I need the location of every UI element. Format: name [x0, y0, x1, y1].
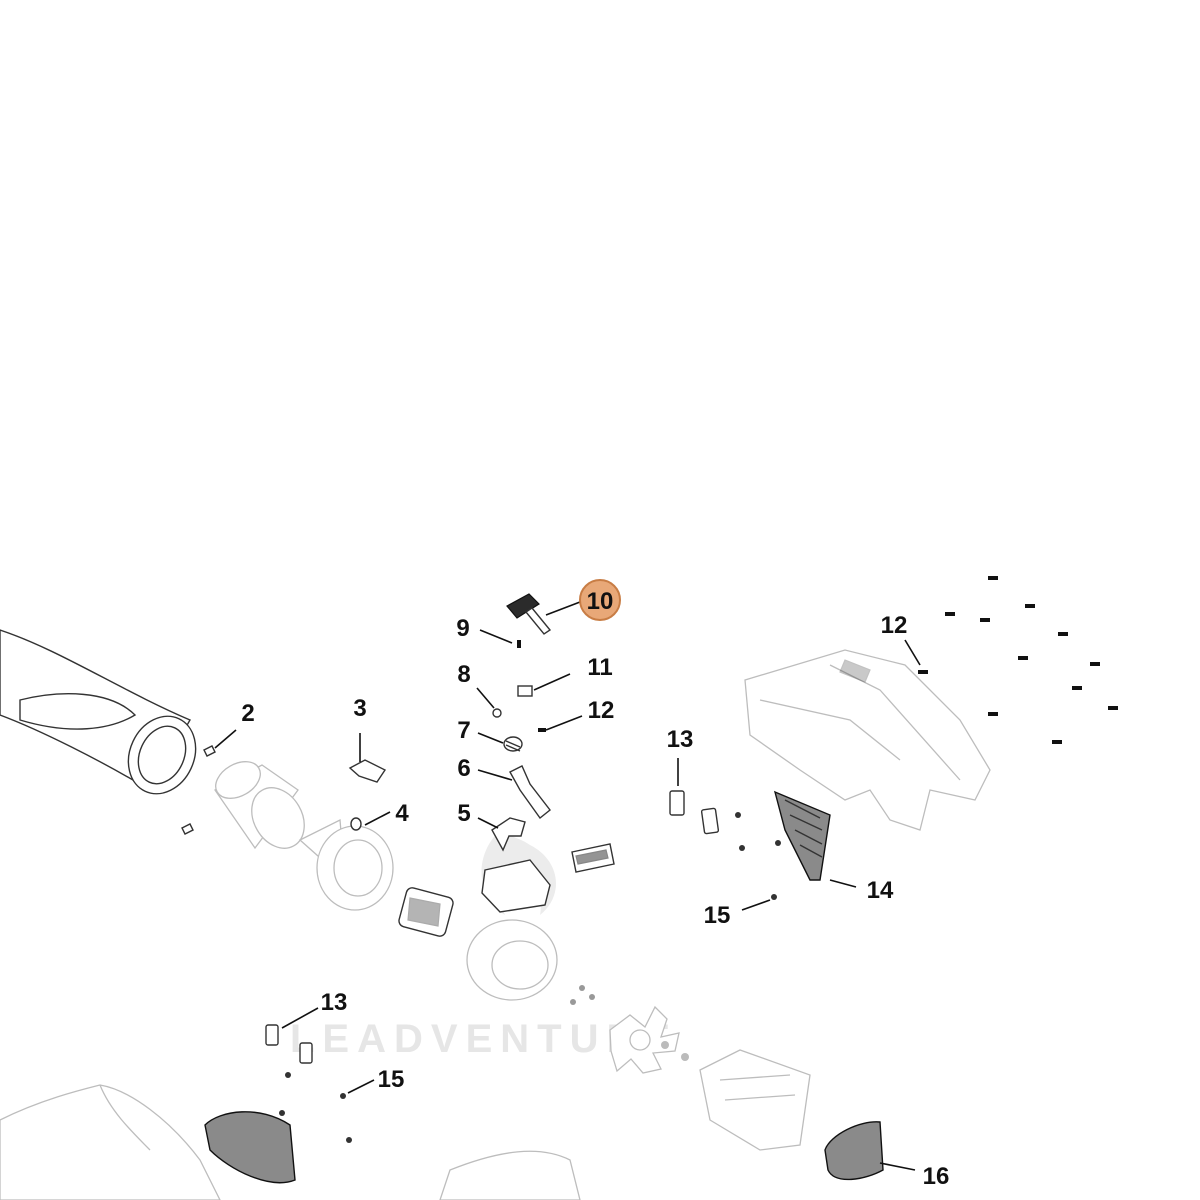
part-13-cap — [669, 790, 685, 816]
blower-tube — [0, 629, 197, 795]
screw-icon — [739, 845, 745, 851]
callout-7[interactable]: 7 — [457, 717, 470, 744]
screw-icon — [771, 894, 777, 900]
lower-housing-left — [0, 1084, 581, 1200]
main-housing — [744, 649, 991, 831]
part-14-grille — [773, 790, 831, 881]
part-9-pin — [517, 640, 521, 648]
callout-10-badge — [579, 579, 621, 621]
screw-icon — [980, 618, 990, 622]
callout-2[interactable]: 2 — [241, 700, 254, 727]
screw-icon — [538, 728, 546, 732]
motor — [398, 887, 454, 937]
screw-icon — [579, 985, 585, 991]
part-3-lock-lever — [348, 759, 387, 783]
callout-10-highlight[interactable]: 10 — [579, 579, 621, 621]
part-8-washer — [492, 708, 502, 718]
screw-icon — [1052, 740, 1062, 744]
callout-8[interactable]: 8 — [457, 661, 470, 688]
lower-housing-right — [699, 1049, 811, 1151]
screw-icon — [661, 1041, 669, 1049]
part-13-cap — [265, 1024, 279, 1046]
callout-9[interactable]: 9 — [456, 615, 469, 642]
callout-13[interactable]: 13 — [321, 989, 348, 1016]
part-6-trigger — [509, 765, 551, 820]
screw-icon — [1025, 604, 1035, 608]
callout-labels: 2 3 4 5 6 7 8 9 11 12 12 13 13 14 15 15 … — [241, 612, 949, 1190]
callout-11[interactable]: 11 — [587, 654, 612, 681]
callout-15[interactable]: 15 — [378, 1066, 405, 1093]
screw-icon — [918, 670, 928, 674]
part-16-grille — [824, 1121, 884, 1181]
part-10-switch-cap — [506, 593, 552, 635]
screw-icon — [346, 1137, 352, 1143]
part-4-spring — [350, 817, 362, 831]
screw-icon — [1058, 632, 1068, 636]
screw-icon — [340, 1093, 346, 1099]
fan-impeller — [609, 1005, 680, 1074]
tube-clips — [181, 745, 216, 835]
screw-icon — [285, 1072, 291, 1078]
screw-icon — [279, 1110, 285, 1116]
screws — [279, 576, 1118, 1143]
screw-icon — [1090, 662, 1100, 666]
callout-14[interactable]: 14 — [867, 877, 894, 904]
callout-12[interactable]: 12 — [881, 612, 908, 639]
callout-15[interactable]: 15 — [704, 902, 731, 929]
screw-icon — [1108, 706, 1118, 710]
screw-icon — [988, 576, 998, 580]
callout-13[interactable]: 13 — [667, 726, 694, 753]
screw-icon — [945, 612, 955, 616]
screw-icon — [1018, 656, 1028, 660]
part-5-lever — [491, 817, 526, 852]
callout-10: 10 — [587, 588, 614, 615]
callout-12[interactable]: 12 — [588, 697, 615, 724]
callout-4[interactable]: 4 — [395, 800, 409, 827]
control-module — [481, 843, 615, 913]
screw-icon — [775, 840, 781, 846]
callout-5[interactable]: 5 — [457, 800, 470, 827]
lower-left-grille — [204, 1111, 296, 1184]
callout-6[interactable]: 6 — [457, 755, 470, 782]
screw-icon — [681, 1053, 689, 1061]
part-7-spring — [503, 736, 523, 752]
part-13-cap — [700, 807, 720, 835]
leader-lines — [214, 601, 921, 1171]
screw-icon — [735, 812, 741, 818]
screw-icon — [988, 712, 998, 716]
screw-icon — [570, 999, 576, 1005]
callout-3[interactable]: 3 — [353, 695, 366, 722]
part-13-cap — [299, 1042, 313, 1064]
screw-icon — [589, 994, 595, 1000]
screw-icon — [1072, 686, 1082, 690]
watermark-text: LEADVENTURE — [290, 1017, 678, 1061]
callout-16[interactable]: 16 — [923, 1163, 950, 1190]
cylinder-sleeve — [214, 761, 305, 850]
part-11-microswitch — [517, 685, 533, 697]
fan-housing — [298, 818, 558, 1001]
